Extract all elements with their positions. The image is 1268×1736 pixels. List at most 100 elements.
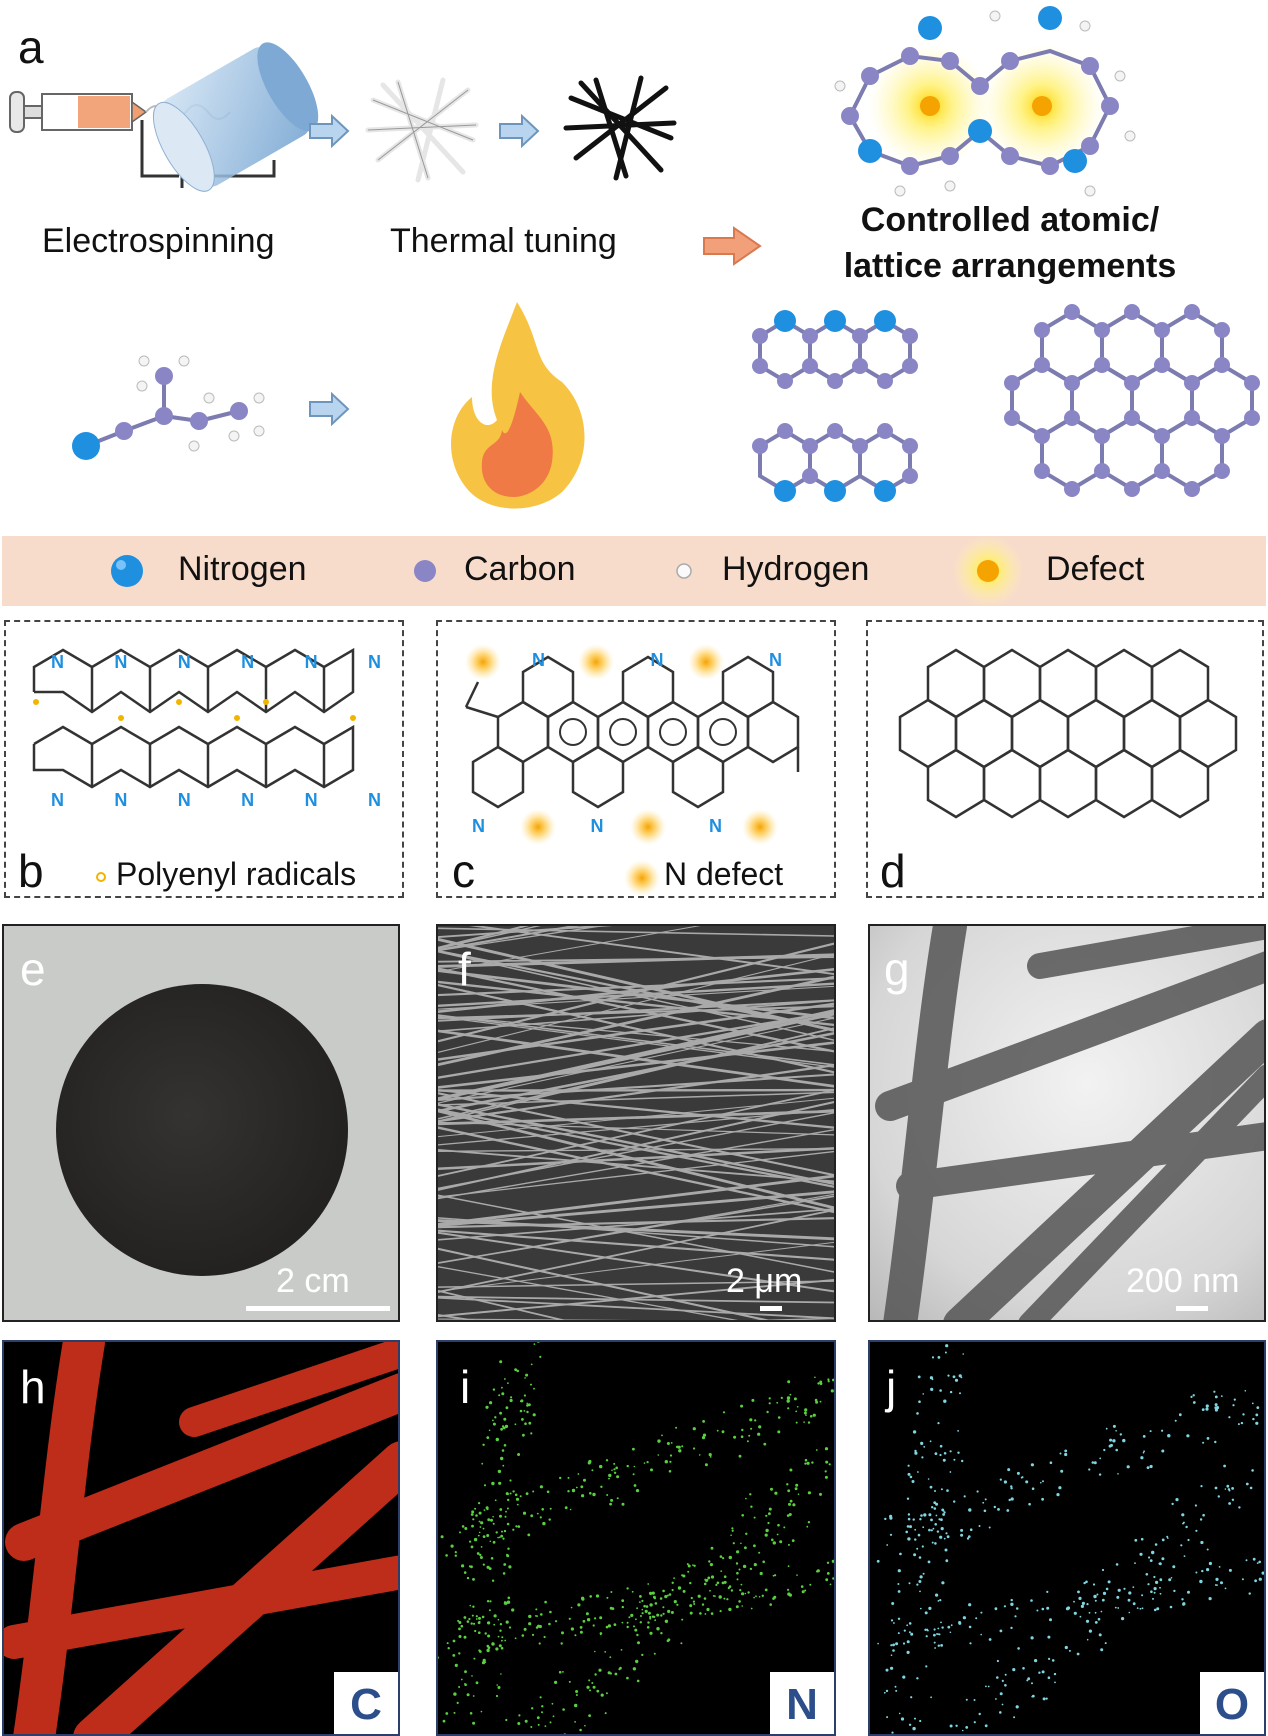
eds-map-nitrogen: i N xyxy=(436,1340,836,1736)
n-defect-icon xyxy=(624,860,660,896)
element-signal-dot xyxy=(1167,1434,1171,1438)
element-signal-dot xyxy=(1208,1561,1212,1566)
element-signal-dot xyxy=(609,1502,612,1506)
element-signal-dot xyxy=(613,1471,617,1474)
element-signal-dot xyxy=(741,1514,744,1517)
element-signal-dot xyxy=(769,1603,772,1606)
element-signal-dot xyxy=(786,1396,791,1400)
element-signal-dot xyxy=(554,1680,558,1684)
polyenyl-chain-structure xyxy=(32,647,356,789)
element-signal-dot xyxy=(1046,1606,1050,1610)
element-signal-dot xyxy=(491,1579,495,1582)
element-signal-dot xyxy=(618,1668,621,1671)
element-signal-dot xyxy=(826,1572,830,1575)
element-signal-dot xyxy=(774,1574,777,1577)
element-signal-dot xyxy=(632,1447,635,1451)
element-signal-dot xyxy=(476,1552,480,1555)
element-signal-dot xyxy=(445,1712,449,1715)
element-signal-dot xyxy=(501,1636,504,1639)
element-signal-dot xyxy=(787,1489,791,1493)
element-signal-dot xyxy=(633,1484,637,1487)
element-signal-dot xyxy=(917,1533,921,1537)
element-signal-dot xyxy=(954,1378,959,1382)
element-signal-dot xyxy=(918,1556,922,1559)
element-signal-dot xyxy=(993,1505,996,1509)
element-signal-dot xyxy=(1094,1611,1097,1614)
sem-fiber xyxy=(438,926,605,952)
element-signal-dot xyxy=(470,1545,474,1549)
element-signal-dot xyxy=(470,1622,473,1625)
element-signal-dot xyxy=(478,1649,481,1652)
element-signal-dot xyxy=(647,1611,651,1615)
element-signal-dot xyxy=(681,1445,684,1448)
scale-bar-label-g: 200 nm xyxy=(1126,1262,1240,1300)
element-signal-dot xyxy=(469,1712,473,1715)
panel-label-j: j xyxy=(886,1361,897,1413)
element-signal-dot xyxy=(716,1581,720,1585)
element-signal-dot xyxy=(907,1537,911,1541)
element-signal-dot xyxy=(1117,1473,1119,1475)
element-signal-dot xyxy=(609,1656,612,1659)
sem-fiber xyxy=(438,926,613,938)
element-signal-dot xyxy=(1185,1525,1188,1529)
element-signal-dot xyxy=(526,1402,528,1405)
element-signal-dot xyxy=(984,1724,988,1728)
element-signal-dot xyxy=(800,1585,804,1588)
sem-fiber xyxy=(438,1219,834,1241)
element-signal-dot xyxy=(1066,1606,1071,1610)
element-signal-dot xyxy=(749,1567,753,1571)
sem-fiber xyxy=(438,1009,834,1101)
element-signal-dot xyxy=(478,1620,481,1623)
element-signal-dot xyxy=(903,1629,906,1632)
element-signal-dot xyxy=(460,1678,463,1681)
element-signal-dot xyxy=(664,1619,669,1623)
element-signal-dot xyxy=(487,1646,491,1649)
element-signal-dot xyxy=(740,1542,742,1545)
sem-fiber xyxy=(438,999,834,1032)
element-signal-dot xyxy=(909,1525,912,1529)
element-signal-dot xyxy=(944,1548,948,1552)
element-signal-dot xyxy=(1139,1607,1142,1610)
element-signal-dot xyxy=(479,1556,483,1559)
element-signal-dot xyxy=(1034,1659,1038,1663)
sem-fiber xyxy=(438,1108,834,1188)
element-signal-dot xyxy=(933,1507,937,1510)
element-signal-dot xyxy=(749,1418,753,1422)
element-signal-dot xyxy=(475,1615,478,1618)
element-signal-dot xyxy=(1136,1607,1139,1609)
element-signal-dot xyxy=(514,1423,517,1426)
element-signal-dot xyxy=(736,1578,739,1581)
element-signal-dot xyxy=(1080,1604,1084,1608)
element-signal-dot xyxy=(890,1654,893,1656)
element-signal-dot xyxy=(730,1534,732,1536)
element-signal-dot xyxy=(1117,1607,1120,1609)
element-signal-dot xyxy=(738,1454,742,1458)
element-signal-dot xyxy=(719,1555,723,1558)
element-signal-dot xyxy=(635,1618,637,1621)
element-signal-dot xyxy=(574,1703,578,1708)
element-signal-dot xyxy=(803,1421,805,1423)
sem-fiber xyxy=(438,926,541,950)
element-signal-dot xyxy=(475,1514,478,1517)
element-signal-dot xyxy=(1187,1590,1190,1594)
element-signal-dot xyxy=(656,1613,660,1617)
element-signal-dot xyxy=(499,1508,503,1511)
element-signal-dot xyxy=(1141,1607,1144,1610)
element-signal-dot xyxy=(472,1578,475,1581)
element-signal-dot xyxy=(515,1497,520,1501)
element-signal-dot xyxy=(1187,1538,1190,1542)
element-signal-dot xyxy=(899,1552,902,1556)
element-signal-dot xyxy=(693,1564,696,1567)
element-signal-dot xyxy=(794,1487,798,1491)
element-signal-dot xyxy=(758,1596,761,1598)
element-signal-dot xyxy=(496,1684,498,1686)
element-signal-dot xyxy=(814,1398,818,1402)
element-signal-dot xyxy=(943,1511,946,1514)
element-signal-dot xyxy=(939,1389,942,1392)
element-signal-dot xyxy=(884,1517,887,1521)
element-signal-dot xyxy=(1258,1577,1262,1581)
element-signal-dot xyxy=(482,1563,485,1566)
n-atom-label: N xyxy=(304,790,318,810)
element-signal-dot xyxy=(657,1439,661,1443)
element-signal-dot xyxy=(910,1696,913,1699)
